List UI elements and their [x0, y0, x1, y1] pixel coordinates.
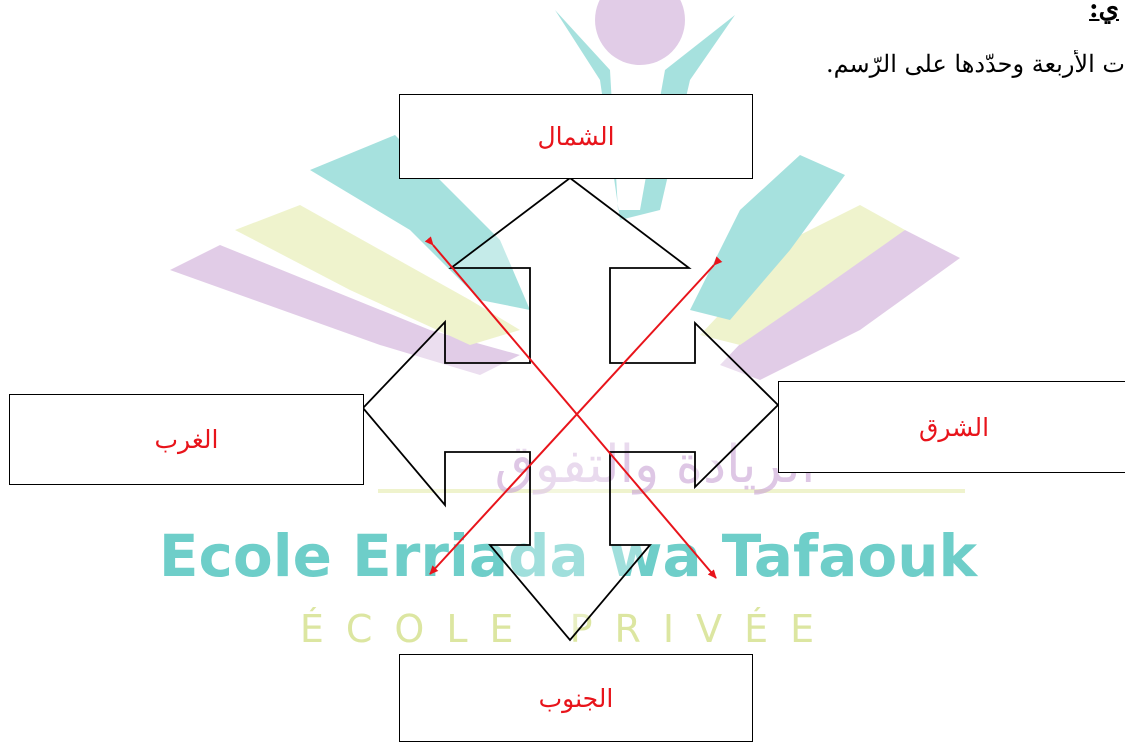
instruction-text: ت الأربعة وحدّدها على الرّسم. [825, 50, 1125, 78]
heading-fragment: ي: [1089, 0, 1119, 24]
west-label: الغرب [154, 425, 219, 454]
watermark-book-mid-right [700, 205, 905, 345]
east-label-box: الشرق [778, 381, 1125, 473]
west-label-box: الغرب [9, 394, 364, 485]
east-label: الشرق [918, 412, 990, 442]
north-label-box: الشمال [399, 94, 753, 179]
south-label: الجنوب [538, 683, 614, 713]
watermark-book-inner-right [690, 155, 845, 320]
south-label-box: الجنوب [399, 654, 753, 742]
diagonal-arrow-ne-sw [429, 256, 723, 575]
north-label: الشمال [537, 122, 615, 151]
watermark-figure [555, 10, 735, 220]
watermark-head [595, 0, 685, 65]
watermark-book-outer-right [720, 230, 960, 380]
watermark-subtitle: ÉCOLE PRIVÉE [300, 607, 836, 651]
